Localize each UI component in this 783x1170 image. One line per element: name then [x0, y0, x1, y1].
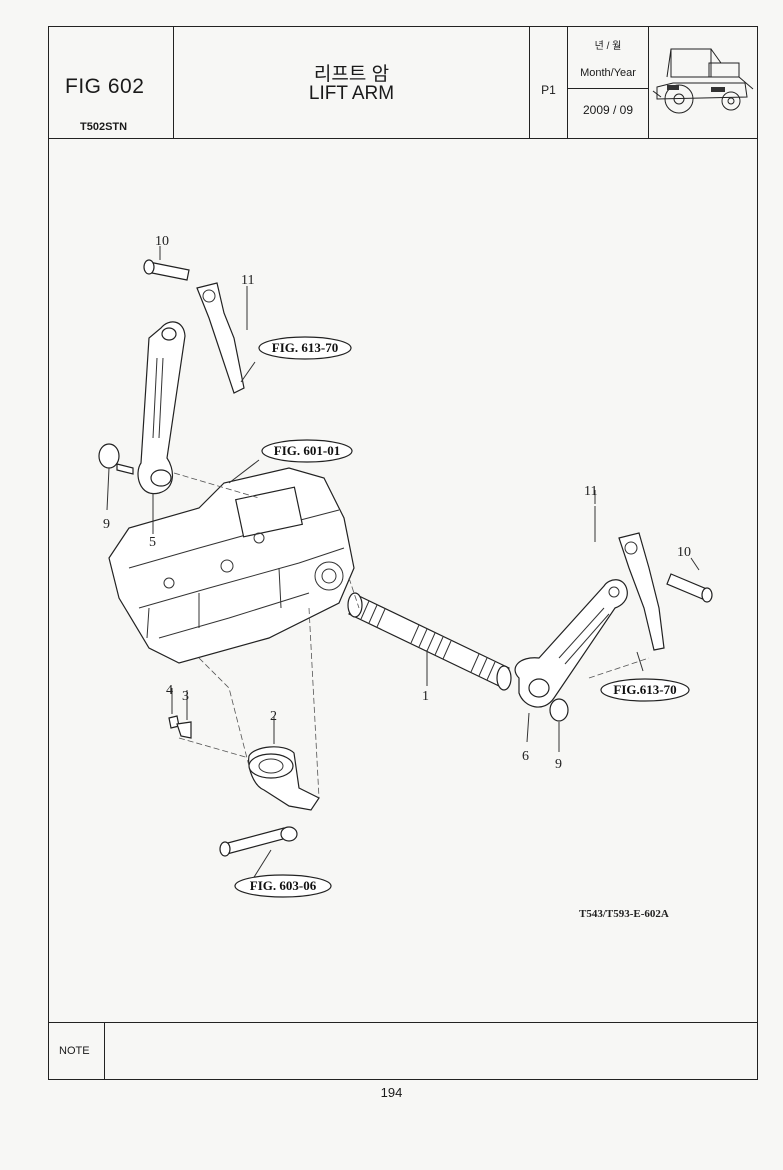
thumbnail-cell	[649, 27, 757, 138]
title-block: FIG 602 T502STN 리프트 암 LIFT ARM P1 년 / 월 …	[49, 27, 757, 139]
ref-fig-603-06: FIG. 603-06	[234, 874, 332, 898]
note-label: NOTE	[49, 1023, 105, 1079]
callout-10-right: 10	[677, 545, 691, 560]
date-divider	[568, 88, 648, 89]
lift-rod-right	[618, 532, 665, 651]
bolt-4-plate-3	[168, 715, 192, 739]
page-frame: FIG 602 T502STN 리프트 암 LIFT ARM P1 년 / 월 …	[48, 26, 758, 1080]
parts-diagram: 10 11 9 5 4 3 2 1 6 9 11 10 FIG. 613-70 …	[98, 234, 713, 920]
svg-text:FIG. 603-06: FIG. 603-06	[250, 878, 317, 893]
pin-10-right	[666, 573, 713, 603]
callout-3: 3	[182, 689, 189, 704]
drawing-code: T543/T593-E-602A	[579, 908, 669, 920]
callout-11-right: 11	[584, 484, 597, 499]
callout-5: 5	[149, 535, 156, 550]
fig-cell: FIG 602 T502STN	[49, 27, 174, 138]
note-row: NOTE	[49, 1022, 757, 1079]
lift-shaft	[347, 592, 512, 691]
callout-1: 1	[422, 689, 429, 704]
callout-2: 2	[270, 709, 277, 724]
hydraulic-housing	[108, 467, 355, 664]
snap-ring-9-left	[98, 443, 120, 469]
issue-date: 2009 / 09	[582, 103, 634, 117]
title-english: LIFT ARM	[308, 83, 395, 104]
tractor-icon	[652, 48, 754, 114]
month-year-english: Month/Year	[580, 67, 636, 79]
callout-9-right: 9	[555, 757, 562, 772]
title-cell: 리프트 암 LIFT ARM	[174, 27, 530, 138]
rod-603	[219, 826, 298, 857]
bolt-left	[116, 463, 134, 475]
callout-9-left: 9	[103, 517, 110, 532]
page-number: 194	[380, 1085, 403, 1100]
lift-arm-left	[137, 321, 186, 495]
callout-11-left: 11	[241, 273, 254, 288]
model-code: T502STN	[80, 121, 128, 133]
page-label: P1	[541, 83, 556, 97]
snap-ring-9-right	[549, 698, 569, 722]
lift-rod-left	[196, 282, 245, 394]
ref-fig-613-70-right: FIG.613-70	[600, 678, 690, 702]
callout-4: 4	[166, 683, 173, 698]
pin-10-left	[143, 259, 190, 281]
ref-fig-601-01: FIG. 601-01	[261, 439, 353, 463]
month-year-korean: 년 / 월	[594, 41, 622, 52]
svg-text:FIG.613-70: FIG.613-70	[613, 682, 676, 697]
date-cell: 년 / 월 Month/Year 2009 / 09	[568, 27, 649, 138]
lever-arm-2	[248, 746, 320, 811]
svg-text:FIG. 613-70: FIG. 613-70	[272, 340, 338, 355]
callout-6: 6	[522, 749, 529, 764]
callout-10-left: 10	[155, 234, 169, 249]
svg-text:FIG. 601-01: FIG. 601-01	[274, 443, 340, 458]
title-korean: 리프트 암	[313, 64, 390, 85]
fig-number: FIG 602	[65, 75, 145, 98]
page-cell: P1	[530, 27, 568, 138]
lift-arm-right	[514, 579, 628, 708]
ref-fig-613-70-left: FIG. 613-70	[258, 336, 352, 360]
